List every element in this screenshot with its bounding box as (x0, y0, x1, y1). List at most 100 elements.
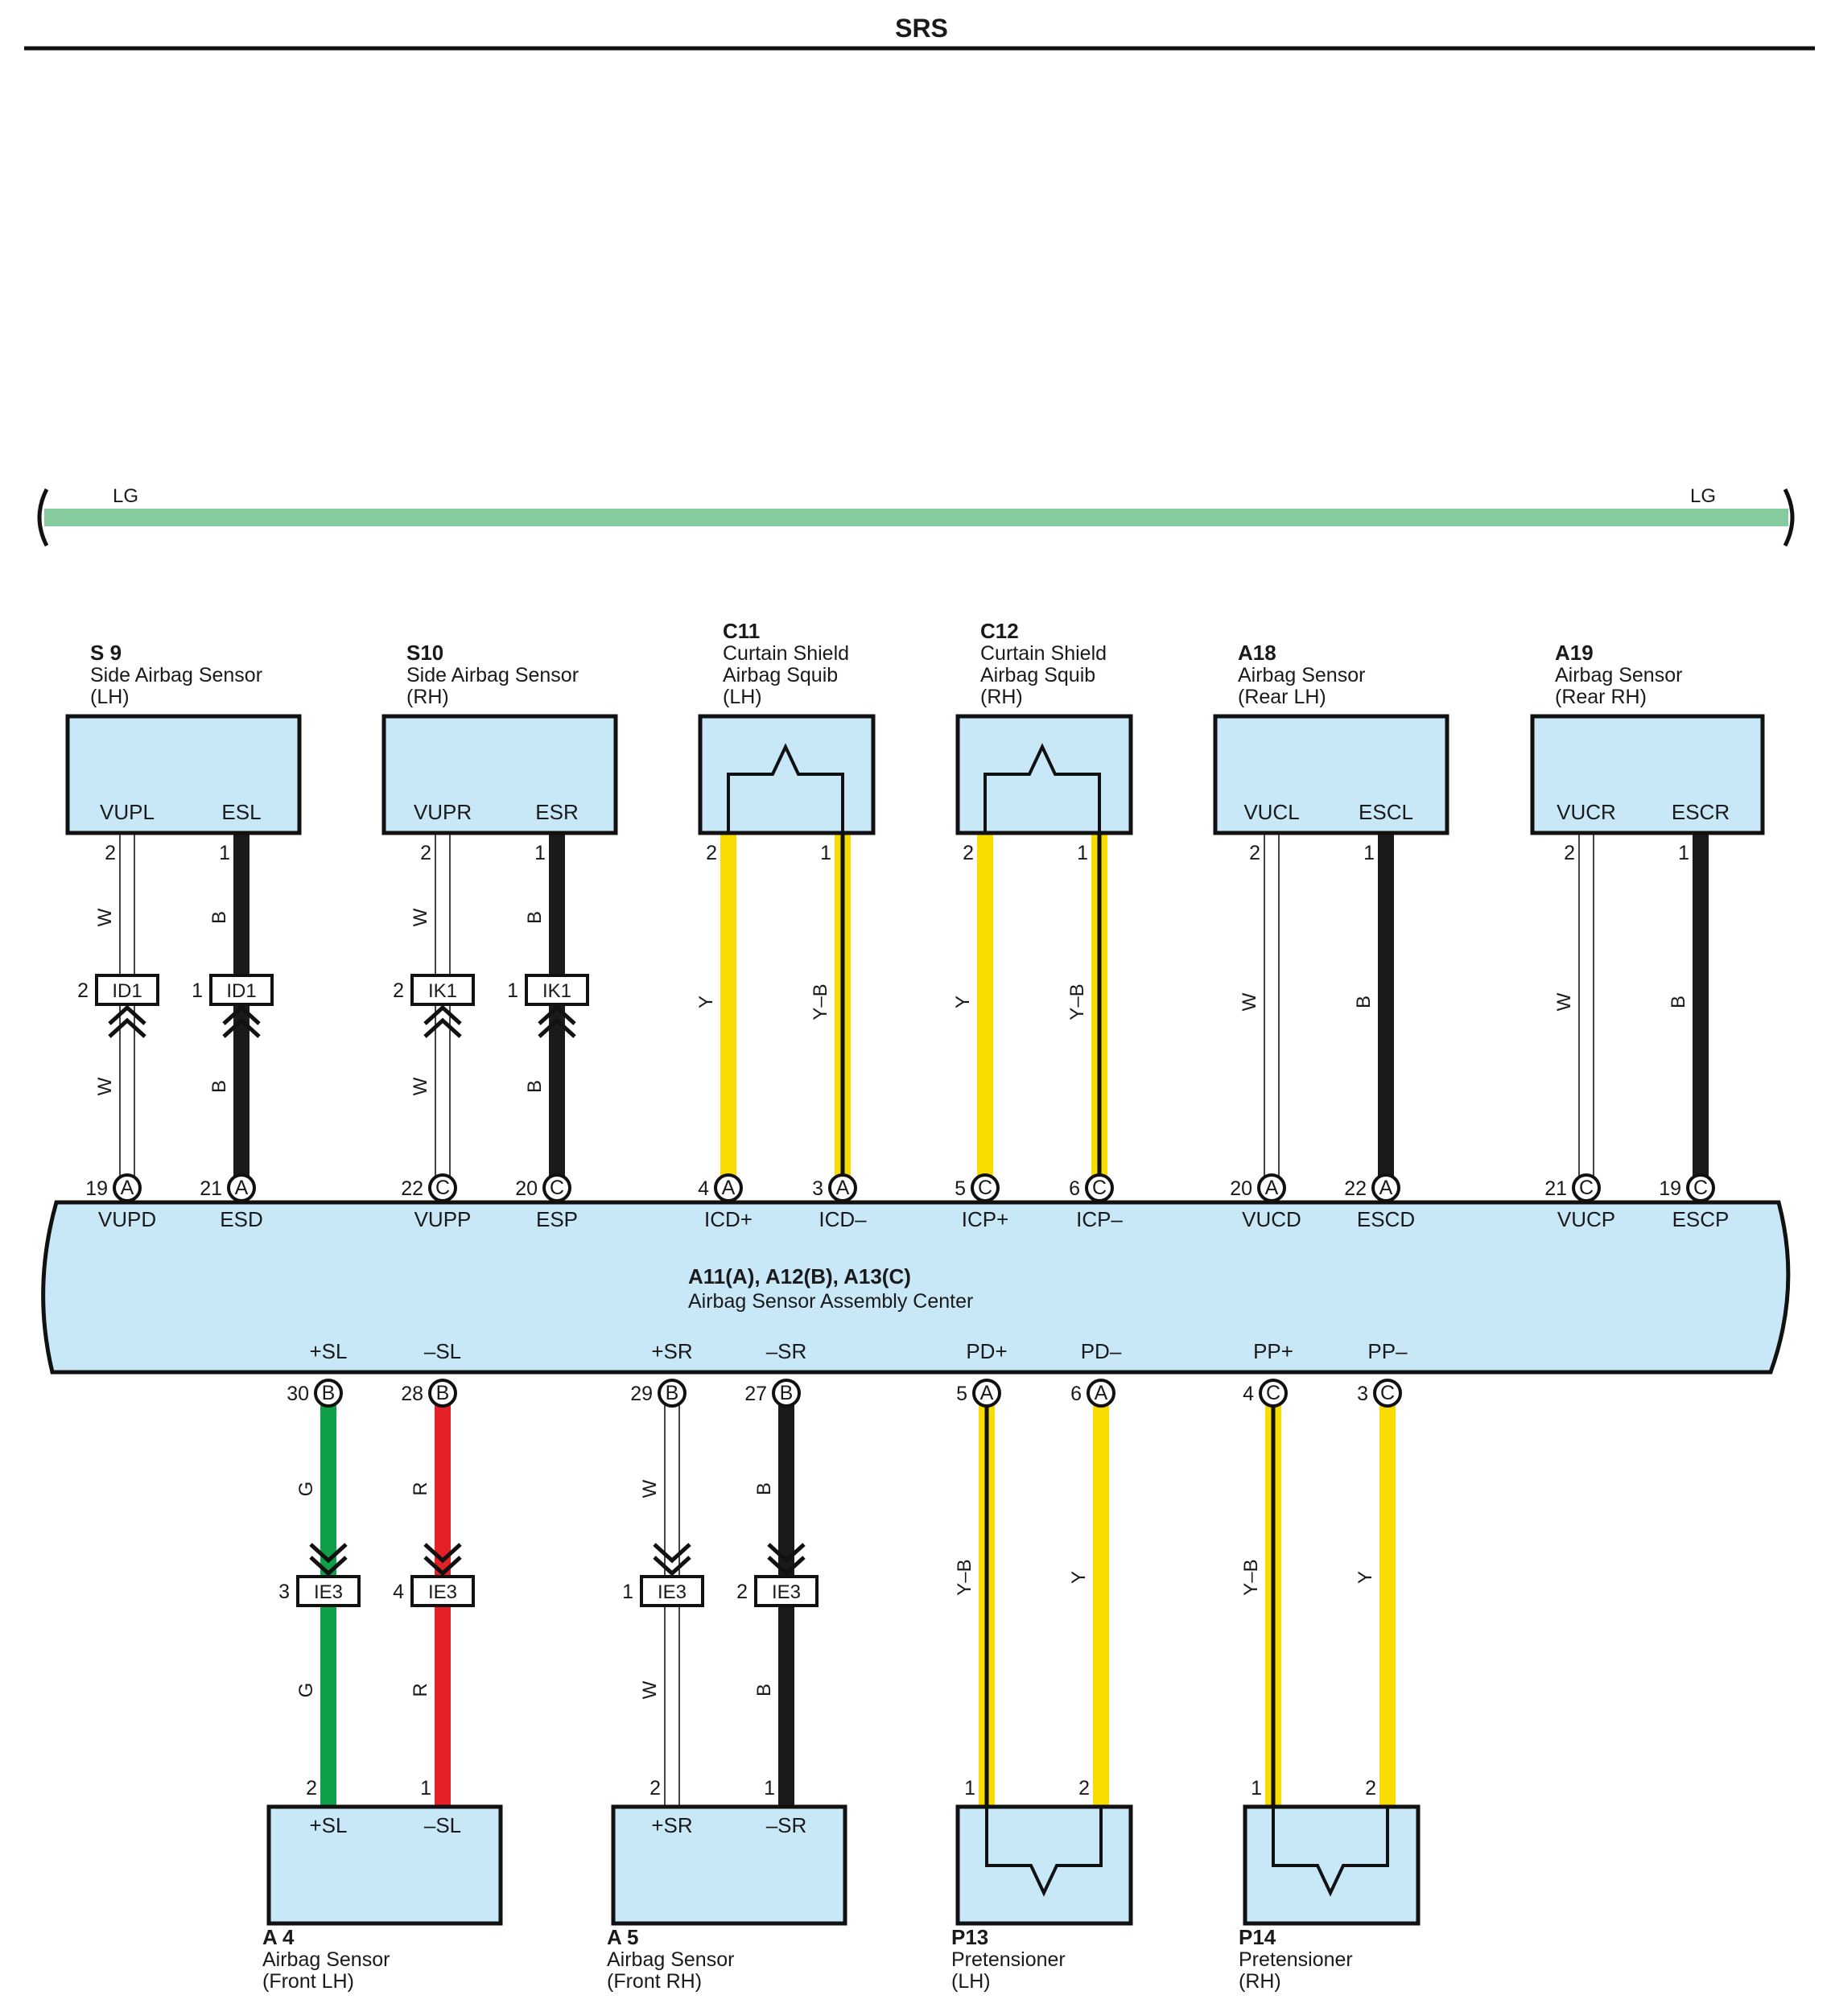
main-top-pin-2-circle (227, 1173, 256, 1202)
top-component-4-name-line-2: Airbag Squib (980, 664, 1095, 686)
main-top-pin-4-conn: C (550, 1177, 564, 1199)
bottom-wire-3-junction-icon (653, 1543, 691, 1577)
top-component-5-body (1213, 714, 1449, 835)
bottom-component-4-pin-2: 2 (1365, 1777, 1376, 1800)
bottom-wire-2-junction-icon (423, 1543, 462, 1577)
bottom-wire-4-splice-box (754, 1575, 819, 1607)
top-component-1-body (65, 714, 302, 835)
main-top-pin-4-number: 20 (515, 1177, 538, 1200)
top-wire-5-color: Y (695, 996, 717, 1008)
main-top-pin-7-number: 5 (955, 1177, 966, 1200)
main-top-pin-4-circle (542, 1173, 571, 1202)
top-component-3-body (698, 714, 876, 835)
bottom-wire-3-color-upper: W (639, 1479, 661, 1498)
top-wire-4-splice-box (525, 974, 589, 1006)
main-bottom-pin-1-circle (314, 1379, 343, 1408)
bottom-wire-4-junction-icon (767, 1543, 806, 1577)
main-bottom-pin-1-number: 30 (287, 1383, 309, 1405)
main-bottom-pin-6-circle (1087, 1379, 1115, 1408)
main-bottom-pin-8-number: 3 (1357, 1383, 1368, 1405)
main-top-pin-7-conn: C (978, 1177, 992, 1199)
top-wire-4 (549, 833, 565, 1188)
main-bottom-pin-5-circle (972, 1379, 1001, 1408)
bottom-wire-4-color-lower: B (753, 1684, 775, 1696)
main-top-pin-12-circle (1686, 1173, 1715, 1202)
top-component-5-pin-1: 2 (1249, 842, 1260, 864)
top-wire-3-splice-pin: 2 (393, 979, 404, 1002)
bottom-component-3-pin-1: 1 (964, 1777, 975, 1800)
main-bottom-pin-7-circle (1259, 1379, 1288, 1408)
top-wire-2-color-upper: B (208, 911, 230, 924)
main-top-term-10: ESCD (1357, 1207, 1415, 1231)
bottom-component-1-pin-2: 1 (420, 1777, 431, 1800)
main-bottom-pin-8-circle (1373, 1379, 1402, 1408)
top-wire-8-color: Y–B (1066, 983, 1088, 1020)
bottom-wire-1-color-upper: G (295, 1482, 317, 1497)
top-wire-2-junction-icon (222, 1004, 261, 1038)
lg-bus-break-left (37, 488, 49, 547)
top-component-6-name-line-2: (Rear RH) (1555, 686, 1647, 708)
top-component-6-body (1530, 714, 1765, 835)
main-bottom-term-1: +SL (310, 1339, 348, 1363)
bottom-component-2-body (611, 1804, 847, 1926)
top-wire-4-junction-icon (538, 1004, 576, 1038)
bottom-component-1-term-2: –SL (424, 1813, 461, 1837)
main-bottom-term-7: PP+ (1253, 1339, 1293, 1363)
main-bottom-pin-3-number: 29 (630, 1383, 653, 1405)
main-bottom-term-8: PP– (1367, 1339, 1408, 1363)
bottom-wire-1-color-lower: G (295, 1683, 317, 1698)
top-component-5-code: A18 (1238, 641, 1276, 665)
bottom-wire-3-splice-box (640, 1575, 704, 1607)
main-top-pin-3-number: 22 (401, 1177, 423, 1200)
bottom-component-1-name-line-1: Airbag Sensor (262, 1948, 390, 1971)
top-component-4-code: C12 (980, 619, 1019, 643)
bottom-wire-1-splice-label: IE3 (314, 1581, 343, 1603)
top-component-2-name-line-2: (RH) (406, 686, 449, 708)
top-wire-1-color-upper: W (94, 908, 116, 926)
main-top-pin-5-circle (714, 1173, 743, 1202)
top-component-6-code: A19 (1555, 641, 1594, 665)
bottom-wire-8-color: Y (1355, 1571, 1376, 1584)
top-wire-3-junction-icon (423, 1004, 462, 1038)
main-top-term-2: ESD (220, 1207, 262, 1231)
bottom-component-2-name-line-1: Airbag Sensor (607, 1948, 734, 1971)
top-wire-2-splice-box (209, 974, 274, 1006)
top-component-3-squib-icon (727, 743, 844, 833)
bottom-component-4-pretensioner-icon (1272, 1807, 1389, 1897)
main-bottom-pin-5-conn: A (980, 1382, 994, 1404)
top-component-2-body (381, 714, 618, 835)
bottom-component-4-name-line-1: Pretensioner (1239, 1948, 1353, 1971)
bottom-component-4-body (1243, 1804, 1421, 1926)
main-top-pin-7-circle (971, 1173, 1000, 1202)
top-wire-12-color: B (1668, 996, 1689, 1008)
main-bottom-pin-6-number: 6 (1070, 1383, 1082, 1405)
bottom-component-3-name-line-1: Pretensioner (951, 1948, 1066, 1971)
top-wire-2 (233, 833, 249, 1188)
top-wire-1-splice-box (95, 974, 159, 1006)
bottom-wire-8 (1379, 1393, 1396, 1807)
main-top-term-1: VUPD (98, 1207, 156, 1231)
main-top-pin-9-circle (1257, 1173, 1286, 1202)
main-top-pin-11-conn: C (1579, 1177, 1594, 1199)
bottom-component-1-name-line-2: (Front LH) (262, 1970, 354, 1993)
page-title: SRS (895, 14, 948, 43)
main-top-pin-1-conn: A (121, 1177, 134, 1199)
bottom-wire-5-color: Y–B (954, 1559, 975, 1595)
bottom-component-2-name-line-2: (Front RH) (607, 1970, 702, 1993)
bottom-component-4-name-line-2: (RH) (1239, 1970, 1281, 1993)
bottom-wire-2-color-upper: R (410, 1482, 431, 1495)
top-wire-2-splice-label: ID1 (226, 980, 256, 1002)
bottom-component-3-code: P13 (951, 1925, 988, 1949)
main-unit-code: A11(A), A12(B), A13(C) (688, 1264, 911, 1288)
bottom-component-2-pin-1: 2 (649, 1777, 661, 1800)
bottom-wire-1-junction-icon (309, 1543, 348, 1577)
top-component-1-pin-2: 1 (219, 842, 230, 864)
bottom-component-3-body (955, 1804, 1133, 1926)
bottom-wire-1-splice-box (296, 1575, 361, 1607)
top-component-5-name-line-1: Airbag Sensor (1238, 664, 1365, 686)
bottom-component-4-pin-1: 1 (1251, 1777, 1262, 1800)
top-wire-10 (1378, 833, 1394, 1188)
